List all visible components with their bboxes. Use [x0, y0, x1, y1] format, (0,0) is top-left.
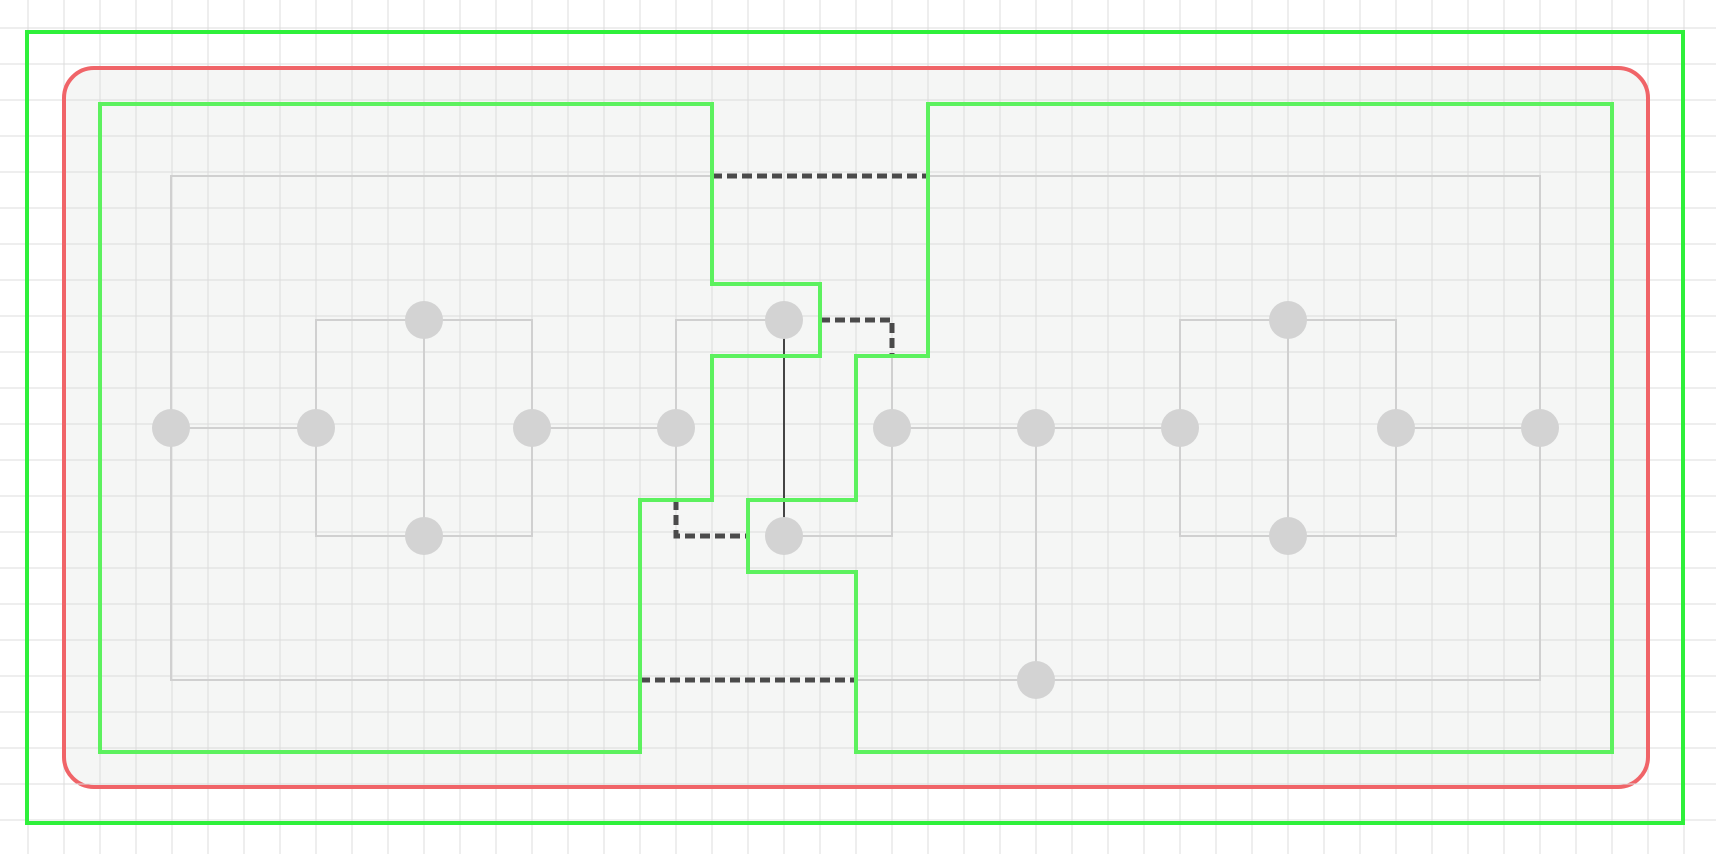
graph-node[interactable] [765, 517, 803, 555]
graph-node[interactable] [765, 301, 803, 339]
graph-node[interactable] [1017, 661, 1055, 699]
graph-node[interactable] [1269, 301, 1307, 339]
partition-layer [98, 102, 1614, 754]
graph-node[interactable] [297, 409, 335, 447]
node-layer [152, 301, 1559, 699]
edge [170, 175, 712, 428]
outer-frame [25, 30, 1685, 825]
cut-edge [673, 500, 748, 539]
cut-edge-layer [640, 173, 928, 683]
edge [928, 175, 1541, 428]
graph-node[interactable] [657, 409, 695, 447]
graph-node[interactable] [152, 409, 190, 447]
graph-node[interactable] [1269, 517, 1307, 555]
edge [675, 319, 784, 428]
edge [170, 428, 640, 681]
graph-node[interactable] [405, 517, 443, 555]
graph-node[interactable] [873, 409, 911, 447]
partition-right [746, 102, 1614, 754]
graph-node[interactable] [513, 409, 551, 447]
graph-node[interactable] [1377, 409, 1415, 447]
edge [856, 428, 1541, 681]
cut-edge [820, 317, 895, 356]
graph-node[interactable] [1161, 409, 1199, 447]
partition-left [98, 102, 822, 754]
graph-node[interactable] [1017, 409, 1055, 447]
graph-node[interactable] [405, 301, 443, 339]
edge [784, 428, 893, 537]
graph-node[interactable] [1521, 409, 1559, 447]
